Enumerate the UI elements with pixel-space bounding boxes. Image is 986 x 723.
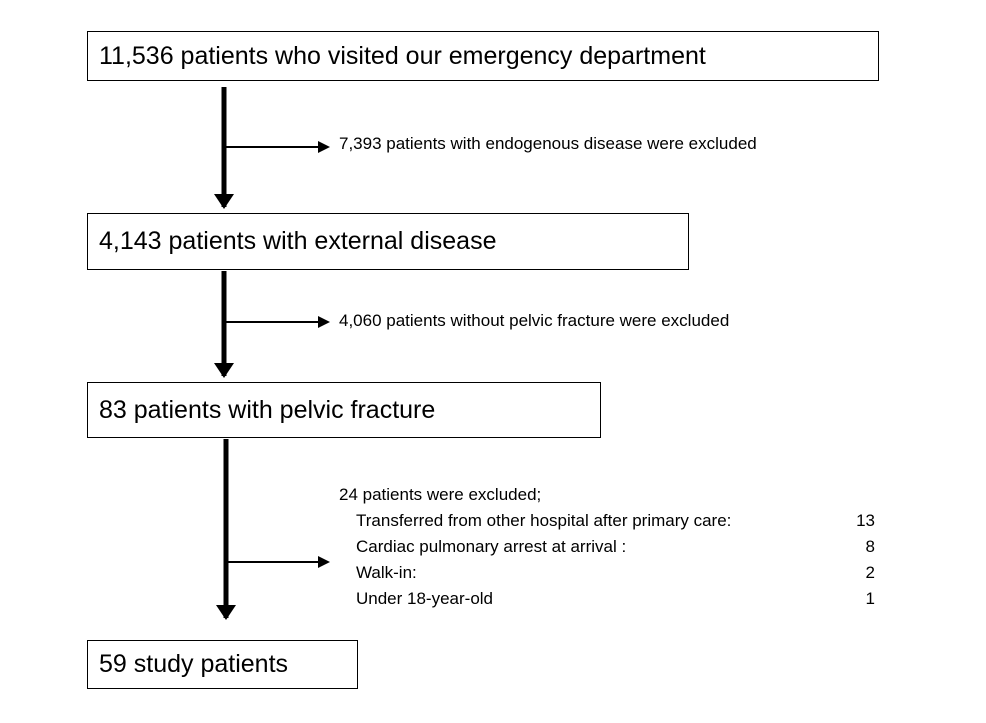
exclusion-reason-count: 1 — [865, 589, 875, 608]
exclusion-reason-label: Cardiac pulmonary arrest at arrival : — [356, 537, 627, 556]
exclusion-reason-label: Transferred from other hospital after pr… — [356, 511, 732, 530]
exclusion-criteria-block: 24 patients were excluded; Transferred f… — [339, 482, 875, 612]
exclusion-reason-row: Transferred from other hospital after pr… — [339, 508, 875, 534]
exclusion-reason-count: 13 — [856, 511, 875, 530]
flow-box-external-disease-text: 4,143 patients with external disease — [99, 227, 497, 255]
flow-box-all-visits-text: 11,536 patients who visited our emergenc… — [99, 41, 706, 70]
flow-box-external-disease: 4,143 patients with external disease — [87, 213, 689, 270]
exclusion-no-pelvic-fracture: 4,060 patients without pelvic fracture w… — [339, 311, 730, 330]
exclusion-reason-count: 8 — [865, 537, 875, 556]
exclusion-reason-label: Under 18-year-old — [356, 589, 494, 608]
exclusion-reason-count: 2 — [865, 563, 875, 582]
exclusion-endogenous-disease: 7,393 patients with endogenous disease w… — [339, 134, 757, 153]
exclusion-reason-row: Cardiac pulmonary arrest at arrival : 8 — [339, 534, 875, 560]
exclusion-reason-row: Walk-in: 2 — [339, 560, 875, 586]
flow-box-study-patients: 59 study patients — [87, 640, 358, 689]
exclusion-reason-label: Walk-in: — [356, 563, 417, 582]
flow-box-pelvic-fracture: 83 patients with pelvic fracture — [87, 382, 601, 438]
exclusion-criteria-heading: 24 patients were excluded; — [339, 485, 542, 504]
flow-box-study-patients-text: 59 study patients — [99, 650, 289, 678]
exclusion-reason-row: Under 18-year-old 1 — [339, 586, 875, 612]
flow-box-pelvic-fracture-text: 83 patients with pelvic fracture — [99, 395, 436, 424]
flow-box-all-visits: 11,536 patients who visited our emergenc… — [87, 31, 879, 81]
